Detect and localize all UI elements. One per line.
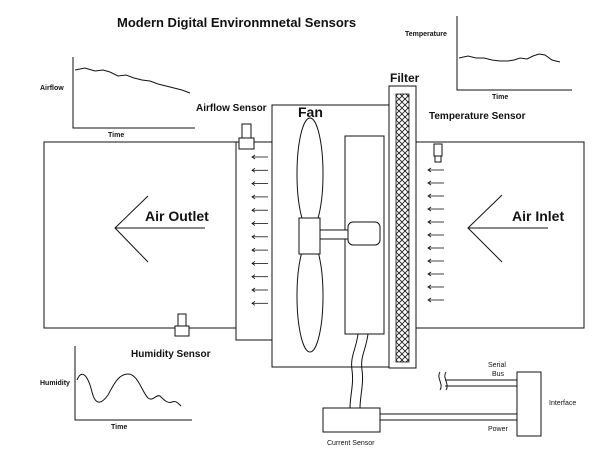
airflow-arrow-left-head	[251, 181, 256, 186]
air-outlet-label: Air Outlet	[145, 208, 209, 224]
current-sensor-label: Current Sensor	[327, 440, 375, 447]
fan-label: Fan	[298, 104, 323, 120]
fan-blades	[296, 117, 381, 353]
airflow-arrow-right-head	[427, 193, 432, 199]
airflow-chart-line	[74, 67, 191, 94]
serial-bus-label-line1: Serial	[488, 362, 506, 369]
air-outlet-arrow	[114, 195, 205, 263]
airflow-arrow-left-head	[251, 247, 256, 253]
power-wiring	[349, 333, 517, 421]
humidity-sensor-label: Humidity Sensor	[131, 349, 211, 360]
filter-mesh	[395, 93, 410, 363]
airflow-arrow-left-head	[251, 300, 256, 306]
airflow-arrow-left-head	[251, 154, 256, 160]
airflow-arrows-right	[427, 167, 444, 303]
temperature-sensor-label: Temperature Sensor	[429, 111, 526, 122]
airflow-arrow-right-head	[427, 180, 432, 186]
interface-label: Interface	[549, 400, 576, 407]
humidity-sensor	[174, 313, 190, 337]
airflow-arrow-left-head	[251, 261, 256, 266]
temperature-chart-axes	[456, 16, 572, 91]
airflow-arrow-right-head	[427, 245, 432, 251]
airflow-arrow-right-head	[427, 271, 432, 277]
serial-bus-wiring	[438, 371, 517, 391]
airflow-arrow-right-head	[427, 297, 432, 303]
airflow-arrow-left-head	[251, 274, 256, 280]
temperature-chart: Temperature Time	[405, 16, 572, 101]
airflow-arrow-left-head	[251, 167, 256, 173]
airflow-arrow-left-head	[251, 207, 256, 213]
diagram-title: Modern Digital Environmnetal Sensors	[117, 15, 356, 30]
airflow-chart: Airflow Time	[40, 57, 195, 139]
airflow-arrow-left-head	[251, 194, 256, 200]
humidity-chart: Humidity Time	[40, 346, 192, 431]
temperature-chart-line	[458, 53, 561, 63]
filter-label: Filter	[390, 71, 420, 85]
airflow-chart-ylabel: Airflow	[40, 85, 64, 92]
airflow-arrow-left-head	[251, 234, 256, 240]
airflow-arrow-right-head	[427, 219, 432, 225]
serial-bus-label-line2: Bus	[492, 371, 505, 378]
humidity-chart-xlabel: Time	[111, 424, 127, 431]
airflow-sensor-label: Airflow Sensor	[196, 103, 267, 114]
humidity-chart-axes	[74, 346, 192, 421]
airflow-arrow-right-head	[427, 206, 432, 212]
airflow-section	[235, 141, 274, 341]
airflow-arrow-left-head	[251, 221, 256, 226]
airflow-arrow-right-head	[427, 232, 432, 238]
airflow-arrow-left-head	[251, 287, 256, 293]
airflow-sensor	[238, 123, 255, 150]
temperature-chart-ylabel: Temperature	[405, 31, 447, 38]
humidity-chart-ylabel: Humidity	[40, 380, 70, 387]
airflow-arrow-right-head	[427, 258, 432, 264]
power-label: Power	[488, 426, 509, 433]
airflow-arrows-left	[251, 154, 268, 306]
air-inlet-arrow	[467, 194, 548, 263]
temperature-chart-xlabel: Time	[492, 94, 508, 101]
current-sensor-box	[322, 407, 381, 433]
outlet-duct	[43, 141, 237, 329]
airflow-arrow-right-head	[427, 284, 432, 290]
interface-box	[516, 371, 542, 437]
temperature-sensor	[433, 143, 443, 163]
humidity-chart-line	[76, 373, 182, 407]
airflow-arrow-right-head	[427, 167, 432, 173]
airflow-chart-axes	[72, 57, 195, 129]
airflow-chart-xlabel: Time	[108, 132, 124, 139]
air-inlet-label: Air Inlet	[512, 208, 564, 224]
